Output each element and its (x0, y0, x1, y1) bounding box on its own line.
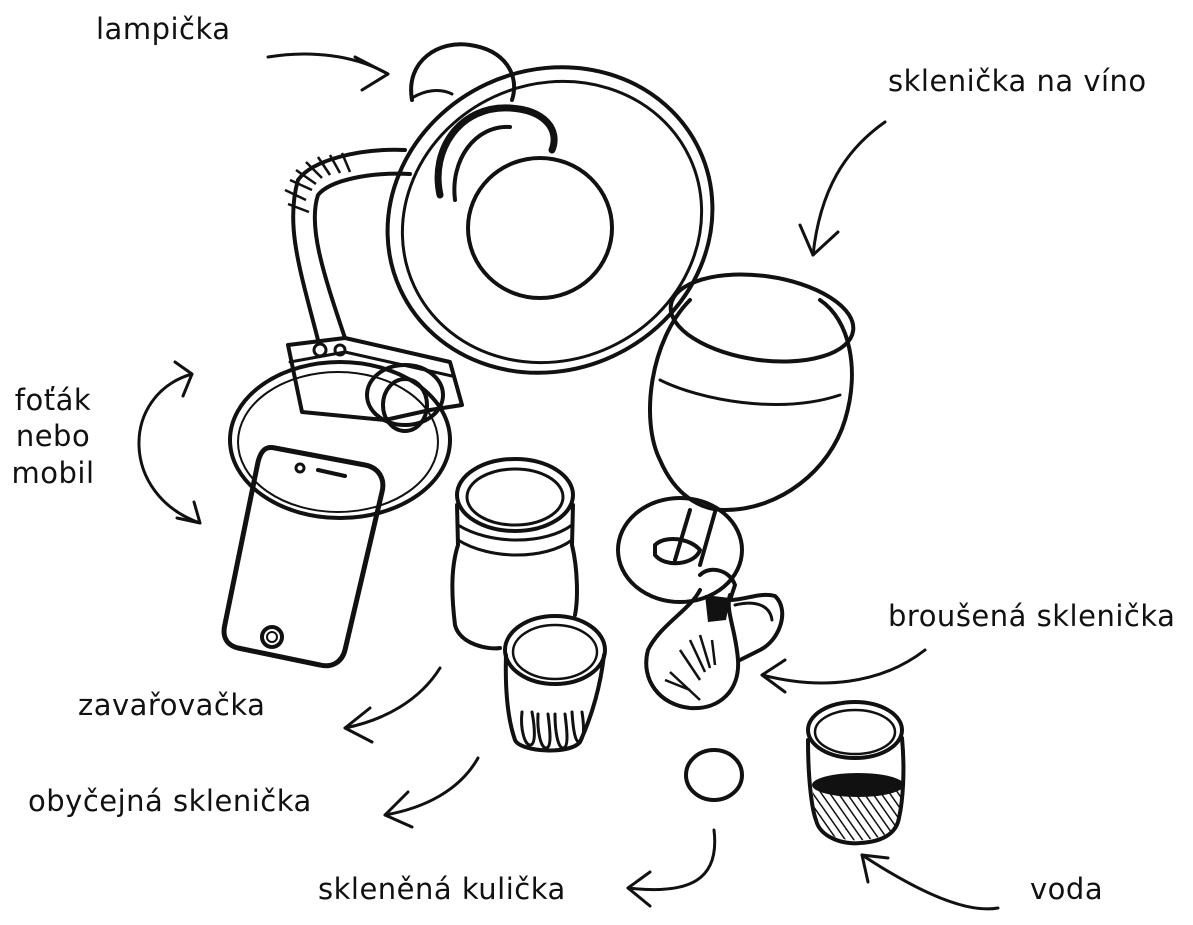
label-camera-line2: nebo (8, 418, 98, 454)
arrow-jar (345, 668, 440, 728)
label-plain-glass: obyčejná sklenička (28, 786, 312, 818)
label-camera-or-phone: foťák nebo mobil (8, 382, 98, 491)
label-water: voda (1030, 874, 1103, 906)
plain-glass-drawing (505, 616, 605, 750)
arrow-water (862, 855, 998, 909)
glass-ball-drawing (686, 750, 742, 800)
label-cut-glass: broušená sklenička (888, 601, 1175, 633)
arrow-camera (139, 374, 200, 523)
wine-glass-drawing (618, 264, 859, 602)
label-wine-glass: sklenička na víno (888, 66, 1147, 98)
glass-facets (522, 712, 584, 748)
arrow-cut-glass (762, 650, 925, 683)
desk-lamp (230, 14, 763, 518)
label-camera-line1: foťák (8, 382, 98, 418)
label-jar: zavařovačka (78, 690, 265, 722)
arrow-wine-glass (813, 122, 885, 255)
label-lamp: lampička (96, 14, 231, 46)
label-camera-line3: mobil (8, 455, 98, 491)
jar-drawing (452, 459, 577, 648)
water-glass-drawing (808, 702, 904, 843)
arrow-plain-glass (385, 758, 478, 815)
cut-glass-drawing (646, 570, 782, 708)
cut-lines (665, 635, 715, 700)
arrow-glass-ball (628, 830, 715, 890)
label-glass-ball: skleněná kulička (318, 874, 566, 906)
